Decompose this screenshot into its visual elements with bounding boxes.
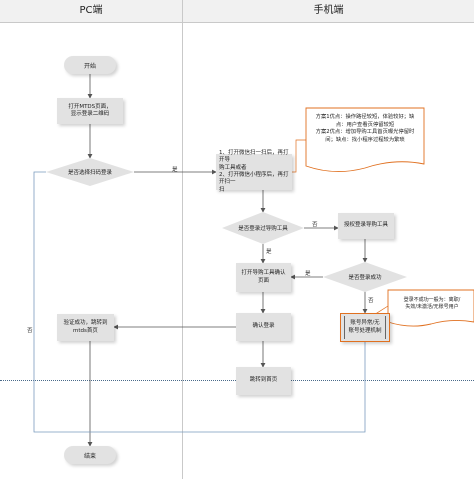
note-plan-options: 方案1优点：操作路径较短，体验较好；缺 点：用户查看页停留较短 方案2优点：增加…	[315, 114, 415, 144]
lane-header-mobile: 手机端	[183, 0, 474, 23]
jump-home-process: 跳转到首页	[236, 367, 291, 395]
note-fail-shape	[387, 289, 474, 327]
diamond-logged-shape	[222, 212, 304, 244]
open-tool-confirm-process: 打开导购工具确认 页面	[236, 263, 291, 292]
edge-label-yes-logged: 是	[266, 249, 272, 255]
edge-label-yes-success: 是	[305, 271, 311, 277]
diamond-success-shape	[323, 262, 407, 292]
verify-success-process: 验证成功，跳转到 mtds首页	[57, 314, 114, 341]
edge-exception-loop	[90, 342, 366, 433]
account-exception-process: 账号异常/无 账号处理机制	[340, 313, 390, 342]
end-terminator: 结束	[64, 446, 116, 464]
edge-decision-no-loop	[33, 171, 90, 433]
lane-divider	[182, 0, 183, 479]
decision-logged-label: 是否登录过导购工具	[238, 226, 288, 232]
confirm-login-process: 确认登录	[236, 313, 291, 341]
edge-label-no-success: 否	[368, 298, 374, 304]
start-terminator: 开始	[64, 56, 116, 74]
mobile-open-process: 1、打开微信扫一扫后，再打开导 购工具或者 2、打开微信小程序后，再打开扫一 扫	[216, 150, 292, 193]
edge-label-no-logged: 否	[312, 222, 318, 228]
note-login-fail: 登录不成功一般为：离职/ 失效/未激活/无账号用户	[403, 297, 461, 311]
note-plan-connector	[292, 139, 306, 173]
decision-success-label: 是否登录成功	[348, 275, 382, 281]
decision-scan-label: 是否选择扫码登录	[67, 170, 112, 176]
open-mtds-process: 打开MTDS页面， 显示登录二维码	[57, 98, 123, 124]
diamond-scan-shape	[46, 158, 134, 186]
edge-label-no-scan: 否	[27, 328, 33, 334]
lane-header-pc: PC端	[0, 0, 182, 23]
edge-label-yes-scan: 是	[172, 167, 178, 173]
account-exception-label: 账号异常/无 账号处理机制	[344, 316, 386, 339]
note-plan-shape	[305, 107, 425, 172]
authorize-login-process: 授权登录导购工具	[338, 213, 394, 239]
